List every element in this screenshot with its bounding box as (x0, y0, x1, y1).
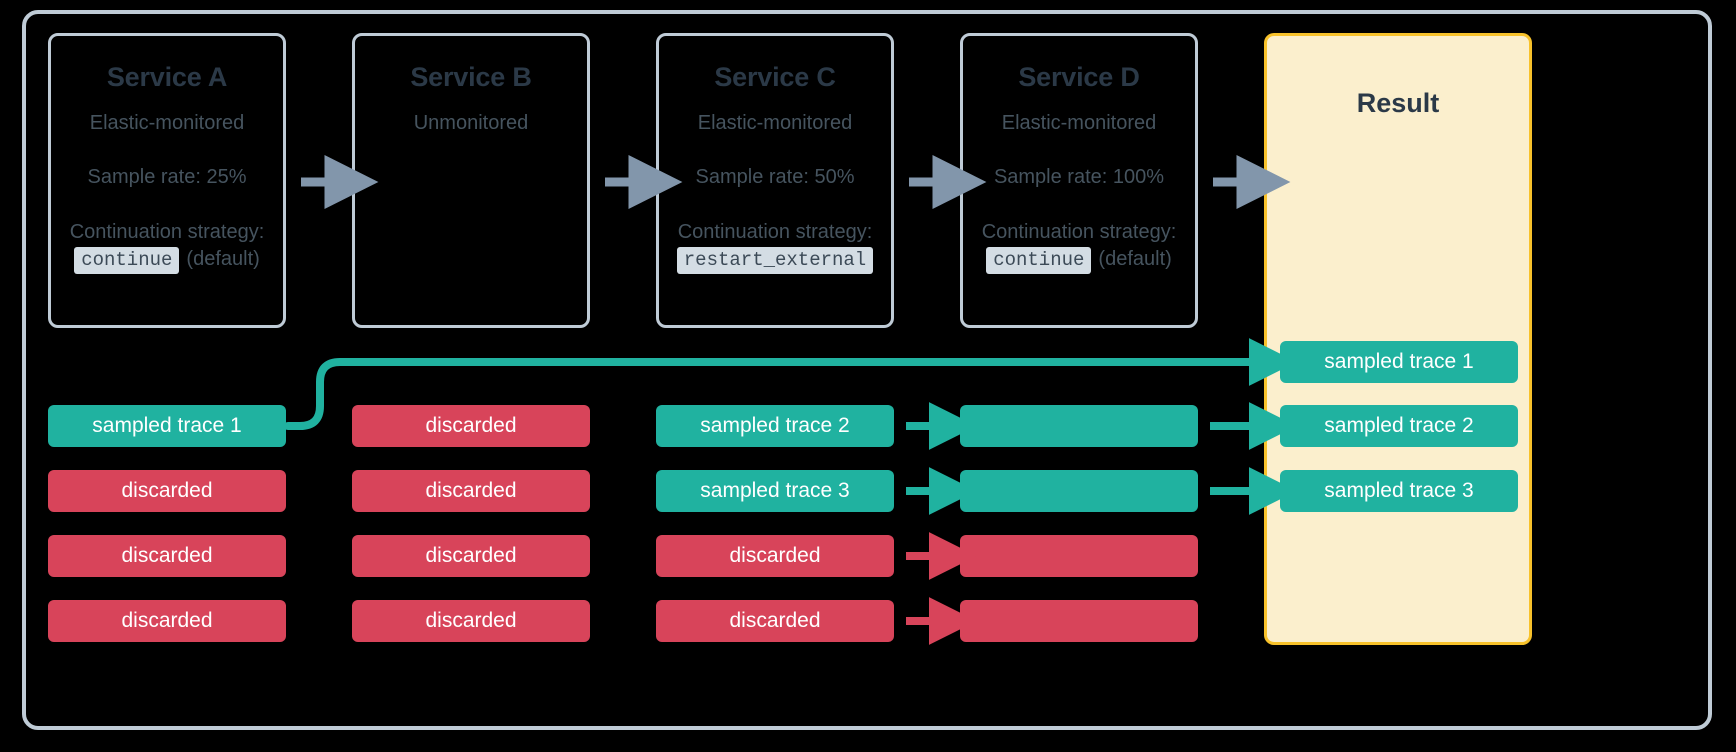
trace-box: discarded (352, 405, 590, 447)
service-monitoring-status: Elastic-monitored (89, 112, 245, 134)
service-strategy-label: Continuation strategy: (981, 221, 1177, 243)
trace-box: sampled trace 1 (48, 405, 286, 447)
service-title: Service A (106, 62, 228, 92)
service-title: Service B (410, 62, 532, 92)
trace-box: discarded (656, 535, 894, 577)
trace-box: sampled trace 3 (656, 470, 894, 512)
trace-box (960, 535, 1198, 577)
strategy-code-chip: continue (986, 247, 1092, 275)
service-strategy-row: restart_external (659, 247, 891, 275)
service-card-a: Service A Elastic-monitored Sample rate:… (48, 33, 286, 328)
service-card-d: Service D Elastic-monitored Sample rate:… (960, 33, 1198, 328)
trace-box: sampled trace 2 (656, 405, 894, 447)
service-strategy-label: Continuation strategy: (677, 221, 873, 243)
trace-box: discarded (352, 535, 590, 577)
service-title: Service D (1018, 62, 1140, 92)
trace-box: discarded (656, 600, 894, 642)
trace-box: discarded (48, 470, 286, 512)
result-panel: Result (1264, 33, 1532, 645)
trace-box (960, 405, 1198, 447)
service-strategy-row: continue (default) (963, 247, 1195, 275)
result-trace-box: sampled trace 2 (1280, 405, 1518, 447)
service-monitoring-status: Unmonitored (413, 112, 529, 134)
result-trace-box: sampled trace 1 (1280, 341, 1518, 383)
strategy-default-note: (default) (1098, 248, 1172, 271)
service-strategy-label: Continuation strategy: (69, 221, 265, 243)
service-card-b: Service B Unmonitored (352, 33, 590, 328)
strategy-code-chip: restart_external (676, 247, 874, 275)
trace-box: discarded (352, 470, 590, 512)
strategy-code-chip: continue (74, 247, 180, 275)
service-sample-rate: Sample rate: 50% (695, 166, 855, 188)
service-card-c: Service C Elastic-monitored Sample rate:… (656, 33, 894, 328)
service-sample-rate: Sample rate: 25% (87, 166, 247, 188)
service-sample-rate: Sample rate: 100% (993, 166, 1165, 188)
service-monitoring-status: Elastic-monitored (697, 112, 853, 134)
strategy-default-note: (default) (186, 248, 260, 271)
trace-box: discarded (352, 600, 590, 642)
result-title: Result (1356, 88, 1440, 118)
trace-box (960, 600, 1198, 642)
service-strategy-row: continue (default) (51, 247, 283, 275)
trace-box (960, 470, 1198, 512)
trace-box: discarded (48, 600, 286, 642)
result-trace-box: sampled trace 3 (1280, 470, 1518, 512)
service-monitoring-status: Elastic-monitored (1001, 112, 1157, 134)
trace-box: discarded (48, 535, 286, 577)
service-title: Service C (714, 62, 836, 92)
